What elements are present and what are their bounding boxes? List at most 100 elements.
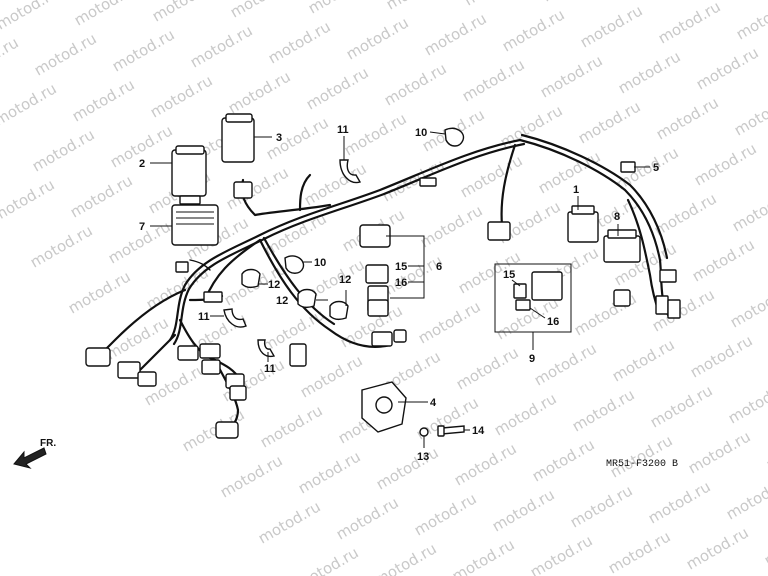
part-12-clamp-a	[241, 268, 261, 289]
watermark-text-101: motod.ru	[725, 377, 768, 427]
watermark-text-9: motod.ru	[539, 0, 608, 5]
watermark-text-121: motod.ru	[605, 527, 674, 576]
callout-10-top: 10	[415, 127, 427, 139]
watermark-text-100: motod.ru	[647, 381, 716, 431]
watermark-text-46: motod.ru	[67, 171, 136, 221]
watermark-text-45: motod.ru	[0, 175, 58, 225]
watermark-text-119: motod.ru	[449, 535, 518, 576]
part-5-clip	[620, 161, 636, 173]
watermark-text-106: motod.ru	[529, 435, 598, 485]
watermark-text-2: motod.ru	[0, 0, 62, 33]
watermark-text-54: motod.ru	[691, 139, 760, 189]
watermark-text-56: motod.ru	[27, 221, 96, 271]
watermark-text-114: motod.ru	[567, 481, 636, 531]
callout-11-top: 11	[337, 124, 349, 136]
callout-16-a: 16	[395, 277, 407, 289]
callout-4: 4	[430, 397, 437, 409]
watermark-text-26: motod.ru	[147, 71, 216, 121]
watermark-text-33: motod.ru	[693, 43, 762, 93]
watermark-text-84: motod.ru	[727, 281, 768, 331]
watermark-text-51: motod.ru	[457, 151, 526, 201]
part-10-clamp-top	[444, 127, 465, 147]
watermark-text-74: motod.ru	[689, 235, 758, 285]
watermark-text-98: motod.ru	[491, 389, 560, 439]
watermark-text-18: motod.ru	[343, 13, 412, 63]
watermark-text-25: motod.ru	[69, 75, 138, 125]
callout-16-b: 16	[547, 316, 559, 328]
watermark-text-113: motod.ru	[489, 485, 558, 535]
watermark-text-39: motod.ru	[341, 109, 410, 159]
part-10-clamp-mid	[284, 255, 305, 274]
watermark-text-24: motod.ru	[0, 79, 60, 129]
watermark-text-110: motod.ru	[255, 497, 324, 547]
watermark-text-5: motod.ru	[227, 0, 296, 21]
part-2-module	[171, 149, 207, 197]
callout-12-c: 12	[339, 274, 351, 286]
watermark-text-4: motod.ru	[149, 0, 218, 25]
leader-lines	[150, 131, 650, 448]
watermark-text-90: motod.ru	[531, 339, 600, 389]
watermark-text-123: motod.ru	[761, 519, 768, 569]
watermark-text-111: motod.ru	[333, 493, 402, 543]
watermark-text-23: motod.ru	[733, 0, 768, 43]
watermark-text-48: motod.ru	[223, 163, 292, 213]
callouts: 1 2 3 4 5 6 7 8 9 10 10 11 11 11 12 12 1…	[139, 124, 659, 463]
watermark-text-14: motod.ru	[31, 29, 100, 79]
watermark-text-3: motod.ru	[71, 0, 140, 29]
watermark-text-35: motod.ru	[29, 125, 98, 175]
watermark-text-95: motod.ru	[257, 401, 326, 451]
callout-3: 3	[276, 132, 282, 144]
part-8-relay	[603, 235, 641, 263]
watermark-text-15: motod.ru	[109, 25, 178, 75]
watermark-text-109: motod.ru	[763, 423, 768, 473]
callout-15-a: 15	[395, 261, 407, 273]
watermark-text-99: motod.ru	[569, 385, 638, 435]
watermark-text-29: motod.ru	[381, 59, 450, 109]
watermark-text-50: motod.ru	[379, 155, 448, 205]
watermark-text-104: motod.ru	[373, 443, 442, 493]
watermark-text-122: motod.ru	[683, 523, 752, 573]
watermark-text-115: motod.ru	[645, 477, 714, 527]
watermark-text-27: motod.ru	[225, 67, 294, 117]
front-arrow-icon	[13, 447, 47, 469]
part-6-fuse-holder	[359, 224, 391, 248]
watermark-text-21: motod.ru	[577, 1, 646, 51]
watermark-text-17: motod.ru	[265, 17, 334, 67]
watermark-text-105: motod.ru	[451, 439, 520, 489]
watermark-text-116: motod.ru	[723, 473, 768, 523]
diagram-code: MR51-F3200 B	[606, 459, 678, 470]
watermark-text-108: motod.ru	[685, 427, 754, 477]
watermark-text-117: motod.ru	[293, 543, 362, 576]
watermark-text-20: motod.ru	[499, 5, 568, 55]
watermark-text-28: motod.ru	[303, 63, 372, 113]
callout-12-a: 12	[268, 279, 280, 291]
part-11-clamp-left	[223, 308, 247, 328]
watermark-text-52: motod.ru	[535, 147, 604, 197]
front-direction-indicator: FR.	[13, 438, 56, 469]
callout-15-b: 15	[503, 269, 515, 281]
callout-2: 2	[139, 158, 145, 170]
callout-11-left: 11	[198, 311, 210, 323]
watermark-text-102: motod.ru	[217, 451, 286, 501]
watermark-text-42: motod.ru	[575, 97, 644, 147]
watermark-text-44: motod.ru	[731, 89, 768, 139]
part-11-clamp-low	[257, 339, 276, 358]
watermark-text-107: motod.ru	[607, 431, 676, 481]
watermark-text-31: motod.ru	[537, 51, 606, 101]
watermark-text-66: motod.ru	[65, 267, 134, 317]
part-11-clamp-top	[339, 159, 362, 184]
watermark-text-65: motod.ru	[729, 185, 768, 235]
watermark-text-19: motod.ru	[421, 9, 490, 59]
watermark-text-61: motod.ru	[417, 201, 486, 251]
callout-1: 1	[573, 184, 579, 196]
watermark-text-89: motod.ru	[453, 343, 522, 393]
watermark-text-64: motod.ru	[651, 189, 720, 239]
watermark-text-22: motod.ru	[655, 0, 724, 47]
watermark-text-38: motod.ru	[263, 113, 332, 163]
watermark-text-92: motod.ru	[687, 331, 756, 381]
callout-7: 7	[139, 221, 145, 233]
front-label: FR.	[40, 438, 56, 449]
callout-14: 14	[472, 425, 485, 437]
part-12-clamp-b	[297, 288, 317, 309]
